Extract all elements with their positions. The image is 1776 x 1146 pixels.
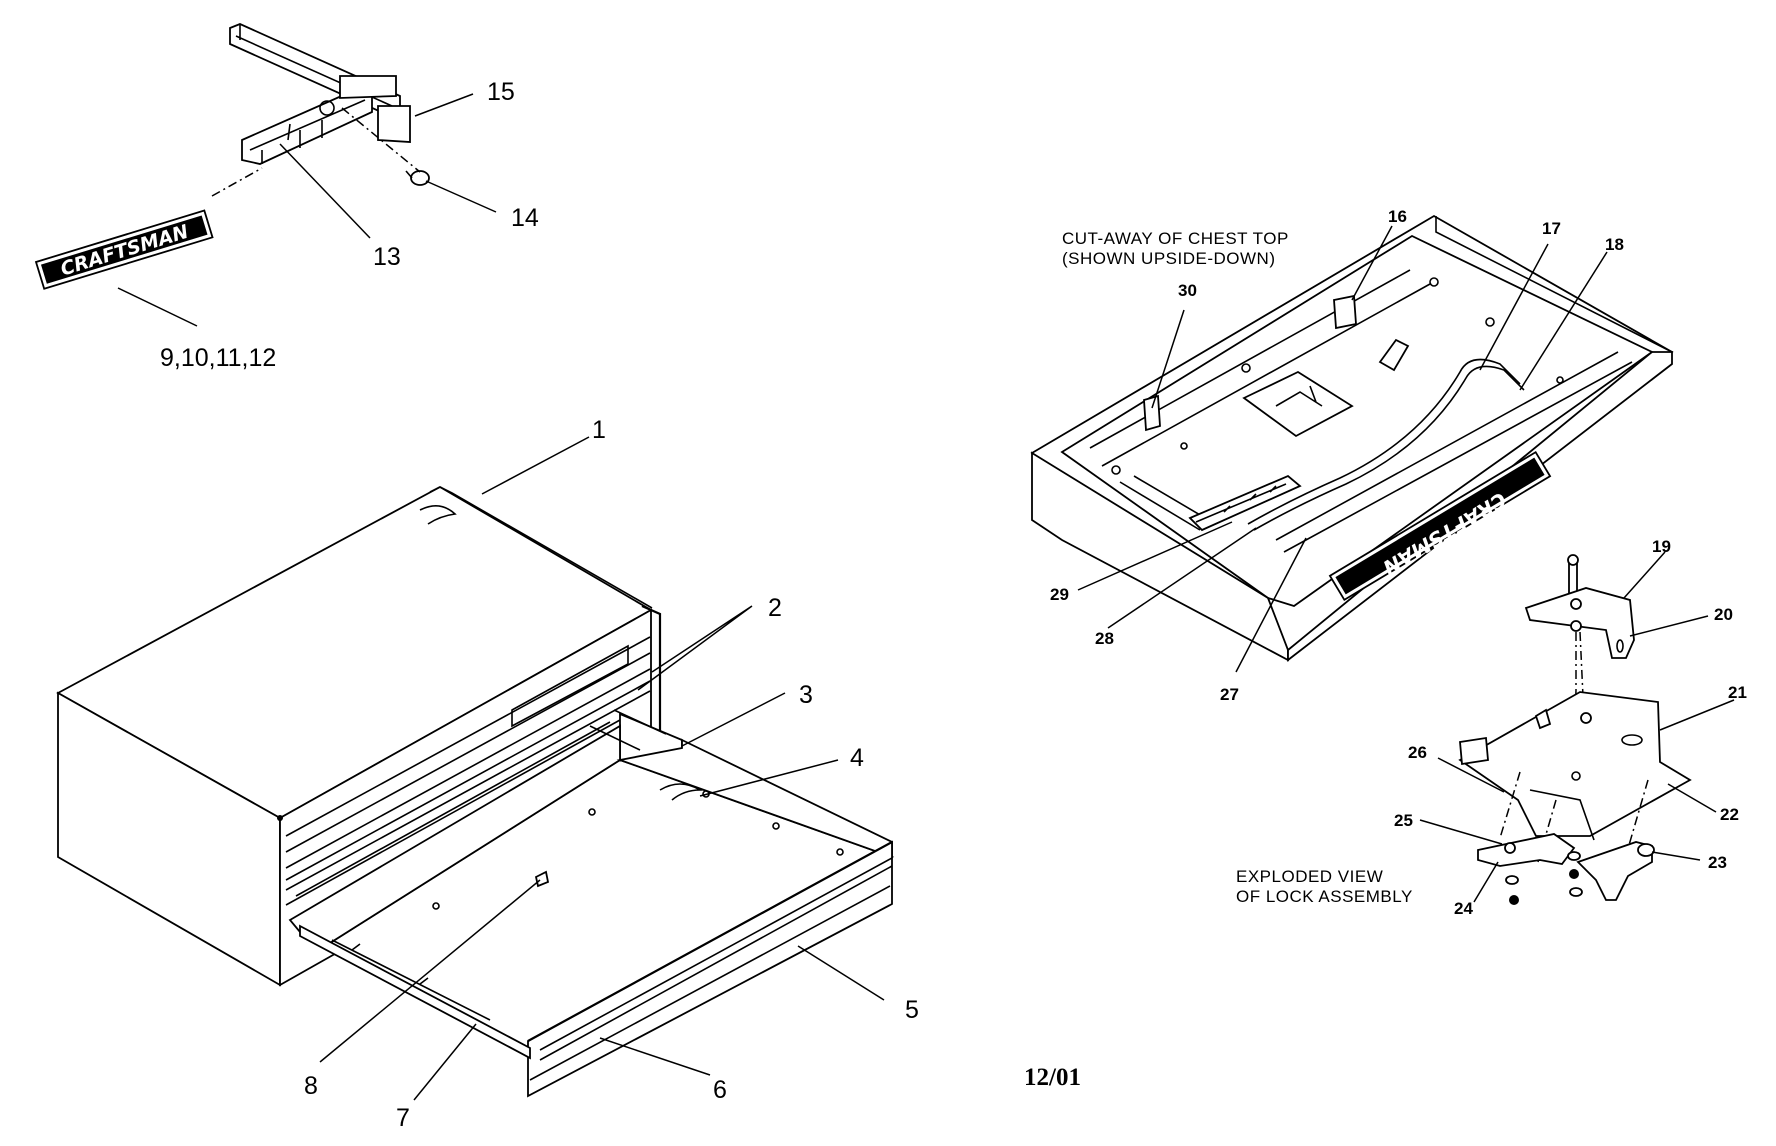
chest-callouts: 1 2 3 4 5 6 7 8 xyxy=(304,416,919,1132)
callout-28: 28 xyxy=(1095,629,1114,648)
craftsman-nameplate: CRAFTSMAN xyxy=(34,209,214,290)
lock-caption-line1: EXPLODED VIEW xyxy=(1236,867,1383,886)
callout-16: 16 xyxy=(1388,207,1407,226)
callout-18: 18 xyxy=(1605,235,1624,254)
callout-6: 6 xyxy=(713,1076,727,1104)
callout-17: 17 xyxy=(1542,219,1561,238)
nameplate-detail: CRAFTSMAN 15 14 13 9,10,11,12 xyxy=(34,23,539,372)
callout-30: 30 xyxy=(1178,281,1197,300)
callout-4: 4 xyxy=(850,744,864,772)
chest-top-cutaway: CUT-AWAY OF CHEST TOP (SHOWN UPSIDE-DOWN… xyxy=(1030,207,1674,704)
callout-1: 1 xyxy=(592,416,606,444)
callout-23: 23 xyxy=(1708,853,1727,872)
callout-2: 2 xyxy=(768,594,782,622)
callout-26: 26 xyxy=(1408,743,1427,762)
callout-24: 24 xyxy=(1454,899,1473,918)
drawer-rail-13 xyxy=(229,23,411,165)
callout-21: 21 xyxy=(1728,683,1747,702)
callout-8: 8 xyxy=(304,1072,318,1100)
callout-14: 14 xyxy=(511,204,539,232)
callout-19: 19 xyxy=(1652,537,1671,556)
callout-5: 5 xyxy=(905,996,919,1024)
callout-29: 29 xyxy=(1050,585,1069,604)
callout-13: 13 xyxy=(373,243,401,271)
lock-assembly-exploded: 19 20 21 22 23 24 25 26 EXPLODED VIEW OF… xyxy=(1236,537,1747,918)
chest-top-caption-line1: CUT-AWAY OF CHEST TOP xyxy=(1062,229,1289,248)
callout-22: 22 xyxy=(1720,805,1739,824)
callout-15: 15 xyxy=(487,78,515,106)
callout-25: 25 xyxy=(1394,811,1413,830)
callout-7: 7 xyxy=(396,1104,410,1132)
date-code: 12/01 xyxy=(1024,1064,1081,1091)
callout-9-10-11-12: 9,10,11,12 xyxy=(160,344,276,372)
rivet-14 xyxy=(405,170,430,186)
chest-top-caption-line2: (SHOWN UPSIDE-DOWN) xyxy=(1062,249,1275,268)
open-drawer xyxy=(288,709,895,1098)
callout-27: 27 xyxy=(1220,685,1239,704)
callout-3: 3 xyxy=(799,681,813,709)
callout-20: 20 xyxy=(1714,605,1733,624)
lock-caption-line2: OF LOCK ASSEMBLY xyxy=(1236,887,1413,906)
